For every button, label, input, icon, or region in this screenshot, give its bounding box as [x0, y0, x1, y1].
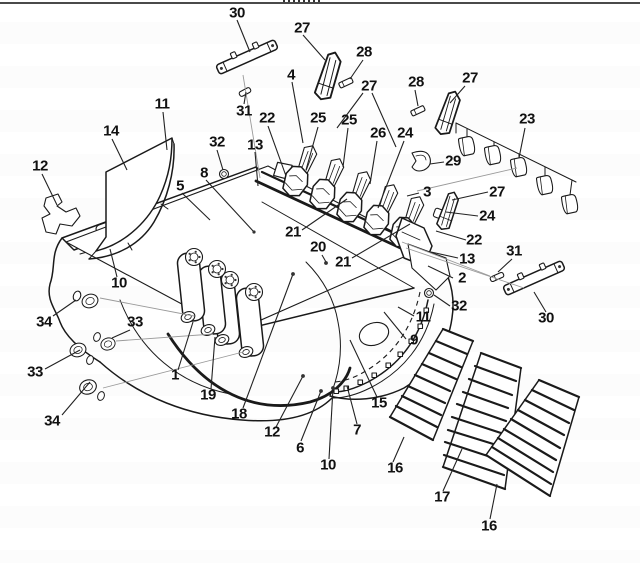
side-plate-group	[41, 137, 175, 260]
tooth-row	[272, 139, 431, 253]
callout-3-22: 3	[423, 183, 431, 201]
flange-bolts	[333, 307, 430, 395]
callout-12-18: 12	[32, 157, 48, 175]
callout-9-32: 9	[410, 331, 418, 349]
leader-lines	[41, 19, 547, 520]
callout-27-1: 27	[294, 19, 310, 37]
callout-12-40: 12	[264, 423, 280, 441]
callout-19-38: 19	[200, 386, 216, 404]
callout-11-31: 11	[415, 308, 431, 326]
callout-31-28: 31	[506, 242, 522, 260]
callout-13-12: 13	[247, 136, 263, 154]
callout-22-13: 22	[259, 109, 275, 127]
callout-11-8: 11	[154, 95, 170, 113]
callout-21-51: 21	[335, 253, 351, 271]
callout-28-5: 28	[408, 73, 424, 91]
callout-14-9: 14	[103, 122, 119, 140]
callout-28-2: 28	[356, 43, 372, 61]
callout-30-0: 30	[229, 4, 245, 22]
callout-26-16: 26	[370, 124, 386, 142]
callout-17-46: 17	[434, 488, 450, 506]
callout-6-41: 6	[296, 439, 304, 457]
callout-16-45: 16	[387, 459, 403, 477]
assembly-lines	[99, 74, 525, 389]
callout-33-35: 33	[27, 363, 43, 381]
callout-23-10: 23	[519, 110, 535, 128]
callout-18-39: 18	[231, 405, 247, 423]
callout-16-47: 16	[481, 517, 497, 535]
callout-30-29: 30	[538, 309, 554, 327]
page-top-rule	[0, 2, 640, 4]
callout-1-37: 1	[171, 366, 179, 384]
callout-32-11: 32	[209, 133, 225, 151]
callout-27-6: 27	[462, 69, 478, 87]
callout-34-33: 34	[36, 313, 52, 331]
callout-27-23: 27	[489, 183, 505, 201]
callout-7-43: 7	[353, 421, 361, 439]
wear-panel-left	[388, 327, 475, 442]
callout-10-42: 10	[320, 456, 336, 474]
callout-21-50: 21	[285, 223, 301, 241]
callout-32-30: 32	[451, 297, 467, 315]
callout-33-34: 33	[127, 313, 143, 331]
callout-4-3: 4	[287, 66, 295, 84]
exploded-parts	[67, 34, 580, 402]
callout-5-21: 5	[176, 177, 184, 195]
callout-8-20: 8	[200, 164, 208, 182]
callout-27-4: 27	[361, 77, 377, 95]
callout-13-26: 13	[459, 250, 475, 268]
callout-2-27: 2	[458, 269, 466, 287]
wear-panels	[388, 327, 581, 498]
callout-24-17: 24	[397, 124, 413, 142]
callout-31-7: 31	[236, 102, 252, 120]
callout-10-48: 10	[111, 274, 127, 292]
callout-29-19: 29	[445, 152, 461, 170]
callout-25-15: 25	[341, 111, 357, 129]
callout-20-49: 20	[310, 238, 326, 256]
callout-25-14: 25	[310, 109, 326, 127]
callout-15-44: 15	[371, 394, 387, 412]
callout-34-36: 34	[44, 412, 60, 430]
cropped-dotted-text-fragment	[283, 0, 323, 2]
callout-22-25: 22	[466, 231, 482, 249]
callout-24-24: 24	[479, 207, 495, 225]
wear-panel-right	[484, 378, 581, 498]
